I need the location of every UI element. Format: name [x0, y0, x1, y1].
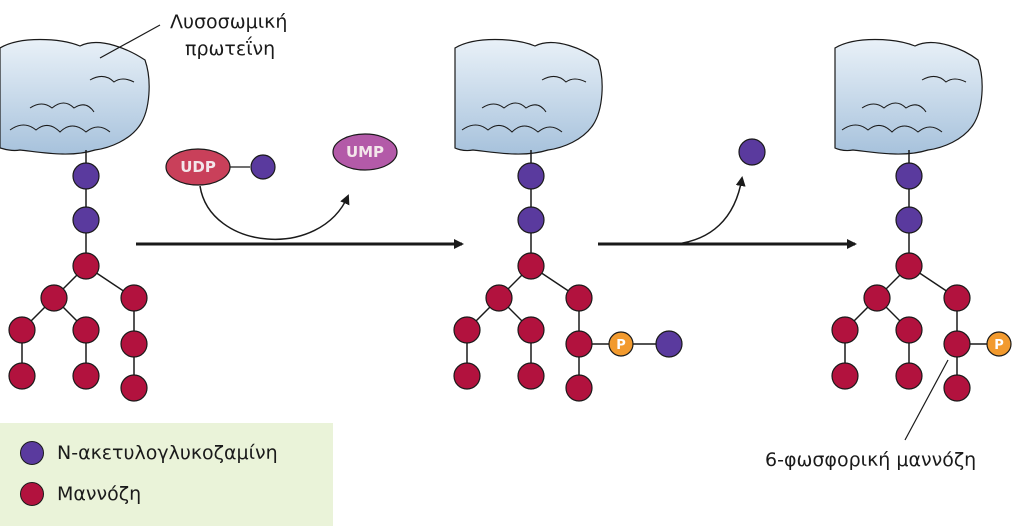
legend-item-mannose: Μαννόζη	[20, 482, 141, 506]
protein-label-line2: πρωτεΐνη	[185, 38, 276, 60]
mannose-sugar	[8, 316, 36, 344]
mannose-sugar	[863, 284, 891, 312]
mannose-sugar	[72, 316, 100, 344]
ump-molecule: UMP	[332, 133, 398, 171]
mannose-sugar	[120, 374, 148, 402]
mannose-sugar	[565, 374, 593, 402]
mannose-sugar	[120, 284, 148, 312]
protein-blob-icon	[834, 38, 983, 155]
legend: N-ακετυλογλυκοζαμίνη Μαννόζη	[0, 423, 333, 526]
glycan-tree-3: P	[831, 150, 1012, 402]
mannose-sugar	[895, 362, 923, 390]
mannose-sugar	[72, 252, 100, 280]
mannose-sugar	[943, 330, 971, 358]
mannose-sugar	[517, 316, 545, 344]
mannose-sugar	[831, 362, 859, 390]
glcnac-sugar	[250, 154, 276, 180]
glcnac-sugar	[895, 162, 923, 190]
mannose-sugar	[40, 284, 68, 312]
glycan-tree-1	[8, 150, 148, 402]
glcnac-sugar	[517, 206, 545, 234]
ump-label: UMP	[346, 143, 384, 161]
phosphate-label: P	[616, 338, 626, 353]
released-glcnac	[738, 138, 766, 166]
glcnac-legend-icon	[20, 441, 44, 465]
udp-label: UDP	[180, 158, 216, 176]
glcnac-sugar	[655, 330, 683, 358]
mannose-sugar	[565, 284, 593, 312]
mannose-sugar	[943, 284, 971, 312]
phosphate-icon	[986, 331, 1012, 357]
glcnac-sugar	[72, 206, 100, 234]
legend-item-glcnac: N-ακετυλογλυκοζαμίνη	[20, 441, 278, 465]
arrow-icon	[675, 176, 746, 245]
mannose-sugar	[72, 362, 100, 390]
protein-leader-line	[99, 24, 161, 59]
mannose-sugar	[895, 316, 923, 344]
mannose-sugar	[120, 330, 148, 358]
mannose-sugar	[517, 252, 545, 280]
mannose-sugar	[517, 362, 545, 390]
mannose-sugar	[453, 362, 481, 390]
mannose-sugar	[565, 330, 593, 358]
legend-mannose-label: Μαννόζη	[57, 483, 142, 505]
protein-label-line1: Λυσοσωμική	[170, 11, 288, 33]
glcnac-sugar	[517, 162, 545, 190]
mannose-sugar	[895, 252, 923, 280]
glcnac-sugar	[72, 162, 100, 190]
protein-blob-icon	[0, 38, 150, 155]
mannose6p-label: 6-φωσφορική μαννόζη	[765, 449, 977, 471]
arrow-icon	[199, 185, 350, 240]
legend-glcnac-label: N-ακετυλογλυκοζαμίνη	[57, 442, 278, 464]
mannose-sugar	[943, 374, 971, 402]
m6p-leader-line	[904, 359, 949, 441]
mannose-sugar	[453, 316, 481, 344]
mannose-sugar	[485, 284, 513, 312]
protein-blob-icon	[454, 38, 603, 155]
glcnac-sugar	[895, 206, 923, 234]
glycan-tree-2: P	[453, 150, 683, 402]
phosphate-label: P	[994, 338, 1004, 353]
mannose-sugar	[831, 316, 859, 344]
udp-molecule: UDP	[165, 148, 276, 186]
mannose-sugar	[8, 362, 36, 390]
mannose-legend-icon	[20, 482, 44, 506]
phosphate-icon	[608, 331, 634, 357]
